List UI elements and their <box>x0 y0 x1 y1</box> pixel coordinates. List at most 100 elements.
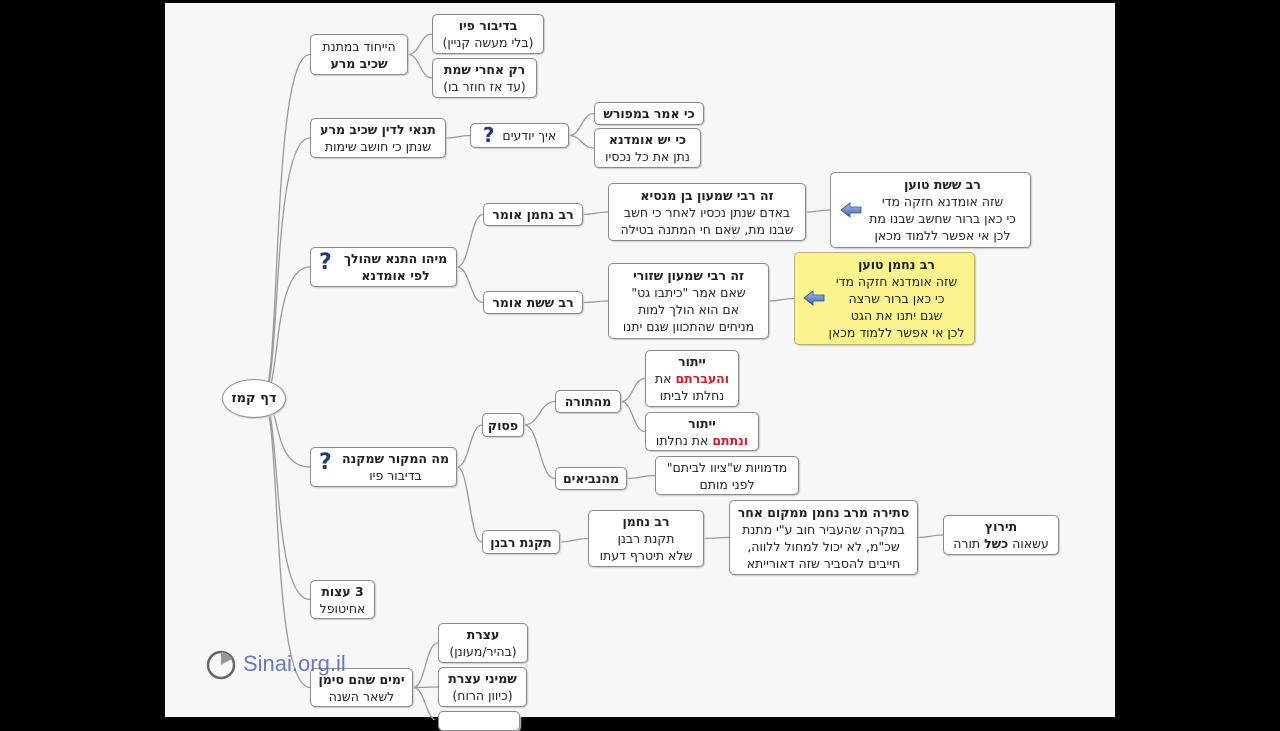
watermark: Sinai.org.il <box>205 648 346 680</box>
subtopic-commanded-household[interactable]: מדמויות ש"ציוו לביתם"לפני מותם <box>655 456 799 495</box>
topic-line: בדיבור פיו <box>458 18 518 33</box>
topic-which-tanna[interactable]: מיהו התנא שהולך לפי אומדנא? <box>310 247 457 287</box>
topic-line: איך יודעים <box>502 128 557 143</box>
topic-line: שכ"מ, לא יכול למחול ללווה, <box>747 538 900 554</box>
topic-line: שנתן כי חושב שימות <box>324 139 432 154</box>
subtopic-estimation[interactable]: כי יש אומדנא נתן את כל נכסיו <box>594 128 701 168</box>
topic-line: אחיטופל <box>319 600 366 616</box>
topic-line: (כיוון הרוח) <box>452 688 513 703</box>
topic-line: שזה אומדנא חזקה מדי <box>835 274 958 289</box>
topic-line: תקנת רבנן <box>617 531 675 546</box>
topic-line: חייבים להסביר שזה דאורייתא <box>746 555 901 571</box>
topic-line: עצרת <box>466 627 500 642</box>
topic-line: בדיבור פיו <box>369 468 422 483</box>
root-label: דף קמז <box>231 391 277 406</box>
topic-line: רב נחמן <box>622 514 670 529</box>
topic-source[interactable]: מה המקור שמקנה בדיבור פיו? <box>310 447 457 487</box>
topic-line: תירוץ <box>984 519 1018 534</box>
emphasized-word: כשל <box>984 536 1009 551</box>
subtopic-verse[interactable]: פסוק <box>482 413 524 437</box>
subtopic-after-death[interactable]: רק אחרי שמת (עד אז חוזר בו) <box>432 58 537 98</box>
topic-line: כי כאן ברור שרצה <box>848 291 945 306</box>
topic-line: רק אחרי שמת <box>443 62 526 77</box>
subtopic-rabbinic-enactment[interactable]: תקנת רבנן <box>482 530 560 554</box>
topic-line: שזה אומדנא חזקה מדי <box>881 194 1004 209</box>
topic-line: לפי אומדנא <box>361 268 430 283</box>
topic-line: מיהו התנא שהולך <box>343 251 448 266</box>
topic-line: מדמויות ש"ציוו לביתם" <box>666 459 788 475</box>
topic-condition[interactable]: תנאי לדין שכיב מרע שנתן כי חושב שימות <box>310 118 446 158</box>
subtopic-rav-sheshet[interactable]: רב ששת אומר <box>483 291 583 314</box>
topic-line: כי יש אומדנא <box>608 132 687 147</box>
topic-line: שאם אמר "כיתבו גט" <box>631 285 746 300</box>
topic-line: שגם יתנו את הגט <box>850 308 943 323</box>
topic-line: רב נחמן טוען <box>858 257 935 272</box>
subtopic-rav-nachman-claims[interactable]: רב נחמן טוען שזה אומדנא חזקה מדי כי כאן בר… <box>794 252 975 345</box>
subtopic-explicit[interactable]: כי אמר במפורש <box>594 102 704 125</box>
topic-line: באדם שנתן נכסיו לאחר כי חשב <box>623 204 791 220</box>
emphasized-word: ונתתם <box>712 432 749 448</box>
topic-line: (בלי מעשה קניין) <box>442 35 534 50</box>
question-icon: ? <box>319 250 332 275</box>
topic-line: לשאר השנה <box>328 688 395 704</box>
topic-line: (בהיר/מעונן) <box>449 644 517 659</box>
emphasized-word: והעברתם <box>675 371 730 386</box>
topic-line: ייתור <box>688 415 716 431</box>
subtopic-shemini-atzeret[interactable]: שמיני עצרת (כיוון הרוח) <box>438 667 527 707</box>
topic-line: אם הוא הולך למות <box>637 302 740 317</box>
topic-line: רב ששת טוען <box>904 177 981 192</box>
question-icon: ? <box>319 450 332 475</box>
topic-line: ייתור <box>678 354 706 369</box>
topic-line: 3 עצות <box>321 583 364 599</box>
question-icon: ? <box>482 123 495 147</box>
topic-line: שמיני עצרת <box>448 671 517 686</box>
topic-line: רב נחמן אומר <box>492 207 574 222</box>
topic-line: כי אמר במפורש <box>603 106 695 121</box>
topic-line: שבנו מת, שאם חי המתנה בטילה <box>620 221 794 237</box>
subtopic-how-known[interactable]: איך יודעים? <box>470 123 569 148</box>
topic-line: תנאי לדין שכיב מרע <box>320 122 436 137</box>
topic-line: תקנת רבנן <box>490 534 552 550</box>
arrow-left-icon <box>803 290 825 306</box>
timer-icon <box>206 650 236 680</box>
topic-line: רב ששת אומר <box>492 295 574 310</box>
topic-line: מניחים שהתכוון שגם יתנו <box>622 319 755 334</box>
subtopic-atzeret[interactable]: עצרת (בהיר/מעונן) <box>438 623 528 663</box>
topic-line: כי כאן ברור שחשב שבנו מת <box>869 211 1016 226</box>
topic-line: מה המקור שמקנה <box>342 451 449 466</box>
subtopic-rav-sheshet-claims[interactable]: רב ששת טוען שזה אומדנא חזקה מדי כי כאן ברו… <box>830 172 1031 248</box>
subtopic-resolution[interactable]: תירוץ עשאוה כשל תורה <box>943 515 1059 555</box>
root-topic[interactable]: דף קמז <box>222 379 286 418</box>
topic-line: מהתורה <box>564 394 612 409</box>
topic-line: עשאוה <box>1008 536 1049 551</box>
subtopic-rav-nachman-enactment[interactable]: רב נחמן תקנת רבנן שלא תיטרף דעתו <box>588 510 704 567</box>
watermark-text: Sinai.org.il <box>243 651 346 676</box>
topic-line: שכיב מרע <box>330 55 388 71</box>
subtopic-verbal[interactable]: בדיבור פיו (בלי מעשה קניין) <box>432 14 544 54</box>
subtopic-from-prophets[interactable]: מהנביאים <box>555 467 627 490</box>
subtopic-cutoff[interactable] <box>438 711 520 731</box>
topic-line: תורה <box>953 536 985 551</box>
topic-line: נתן את כל נכסיו <box>605 149 690 164</box>
topic-line: זה רבי שמעון בן מנסיא <box>640 187 774 203</box>
topic-line: את <box>654 371 676 386</box>
subtopic-rav-nachman[interactable]: רב נחמן אומר <box>483 203 583 226</box>
topic-line: לפני מותם <box>699 476 755 492</box>
arrow-left-icon <box>840 202 862 218</box>
topic-line: (עד אז חוזר בו) <box>443 79 526 94</box>
topic-line: מהנביאים <box>562 471 620 486</box>
topic-line: שלא תיטרף דעתו <box>599 548 693 563</box>
subtopic-from-torah[interactable]: מהתורה <box>555 390 621 413</box>
topic-line: במקרה שהעביר חוב ע"י מתנת <box>742 521 905 537</box>
topic-line: ימים שהם סימן <box>318 671 405 687</box>
topic-line: לכן אי אפשר ללמוד מכאן <box>874 228 1011 243</box>
topic-line: סתירה מרב נחמן ממקום אחר <box>737 504 910 520</box>
